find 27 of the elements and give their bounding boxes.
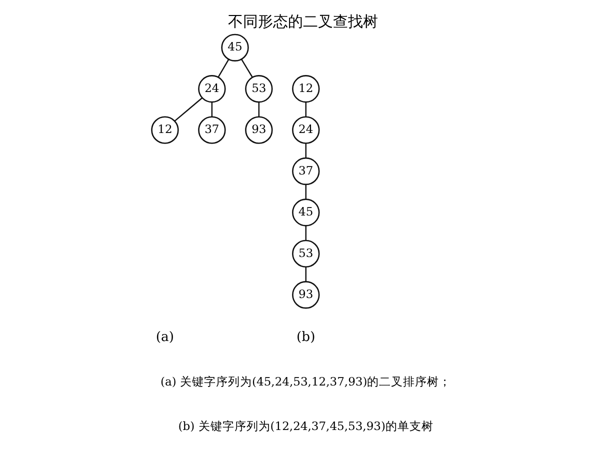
node-circle: 12 bbox=[151, 116, 179, 144]
connector bbox=[305, 267, 306, 282]
connector bbox=[305, 184, 306, 200]
label: (a) bbox=[156, 330, 174, 345]
label: (b) bbox=[296, 330, 316, 345]
node-circle: 24 bbox=[292, 116, 320, 144]
connector bbox=[305, 226, 306, 240]
connector bbox=[218, 58, 230, 78]
node-circle: 37 bbox=[292, 157, 320, 186]
node-circle: 45 bbox=[292, 198, 320, 226]
node-circle: 37 bbox=[198, 116, 226, 144]
node-circle: 53 bbox=[245, 75, 273, 103]
node-circle: 53 bbox=[292, 240, 320, 268]
node-circle: 93 bbox=[292, 281, 320, 309]
node-circle: 12 bbox=[292, 75, 320, 103]
label: (b) 关键字序列为(12,24,37,45,53,93)的单支树 bbox=[178, 418, 434, 433]
connector bbox=[305, 143, 306, 158]
connector bbox=[174, 97, 203, 122]
node-circle: 45 bbox=[221, 34, 249, 62]
connector bbox=[211, 102, 213, 117]
connector bbox=[258, 102, 260, 117]
label: (a) 关键字序列为(45,24,53,12,37,93)的二叉排序树； bbox=[160, 374, 452, 388]
connector bbox=[241, 58, 253, 78]
diagram-title: 不同形态的二叉查找树 bbox=[228, 14, 378, 31]
node-circle: 93 bbox=[245, 116, 273, 144]
connector bbox=[305, 102, 306, 117]
node-circle: 24 bbox=[198, 75, 226, 103]
